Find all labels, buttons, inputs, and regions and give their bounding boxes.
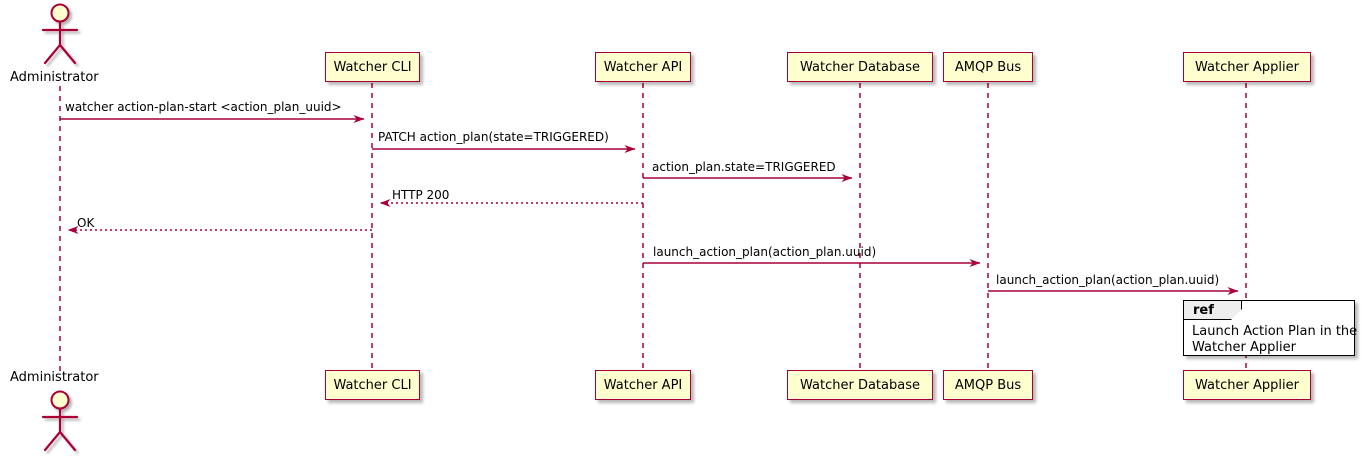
actor-label-administrator-top: Administrator <box>10 70 99 85</box>
participant-footer-watcher-applier[interactable]: Watcher Applier <box>1183 370 1311 400</box>
message-label-3: action_plan.state=TRIGGERED <box>652 160 836 174</box>
message-label-6: launch_action_plan(action_plan.uuid) <box>653 245 877 259</box>
participant-footer-watcher-database[interactable]: Watcher Database <box>787 370 933 400</box>
ref-fragment-operator-tab: ref <box>1184 301 1242 320</box>
ref-tab-notch-icon <box>1231 309 1242 320</box>
actor-label-administrator-bottom: Administrator <box>10 370 99 385</box>
participant-footer-watcher-cli[interactable]: Watcher CLI <box>325 370 420 400</box>
participant-header-amqp-bus[interactable]: AMQP Bus <box>943 52 1033 82</box>
participant-header-watcher-database[interactable]: Watcher Database <box>787 52 933 82</box>
actor-administrator-bottom <box>41 390 79 452</box>
ref-fragment[interactable]: ref Launch Action Plan in the Watcher Ap… <box>1183 300 1358 356</box>
participant-header-watcher-api[interactable]: Watcher API <box>595 52 691 82</box>
participant-footer-amqp-bus[interactable]: AMQP Bus <box>943 370 1033 400</box>
participant-header-watcher-applier[interactable]: Watcher Applier <box>1183 52 1311 82</box>
message-arrows <box>60 115 1239 295</box>
participant-header-watcher-cli[interactable]: Watcher CLI <box>325 52 420 82</box>
actor-administrator-top <box>41 3 79 65</box>
lifelines <box>59 83 1247 372</box>
message-label-5: OK <box>77 216 95 230</box>
message-label-1: watcher action-plan-start <action_plan_u… <box>65 100 342 114</box>
message-label-4: HTTP 200 <box>392 188 450 202</box>
ref-fragment-text: Launch Action Plan in the Watcher Applie… <box>1192 324 1358 355</box>
participant-footer-watcher-api[interactable]: Watcher API <box>595 370 691 400</box>
message-label-2: PATCH action_plan(state=TRIGGERED) <box>378 130 609 144</box>
ref-fragment-operator-label: ref <box>1193 302 1214 318</box>
message-label-7: launch_action_plan(action_plan.uuid) <box>996 273 1220 287</box>
